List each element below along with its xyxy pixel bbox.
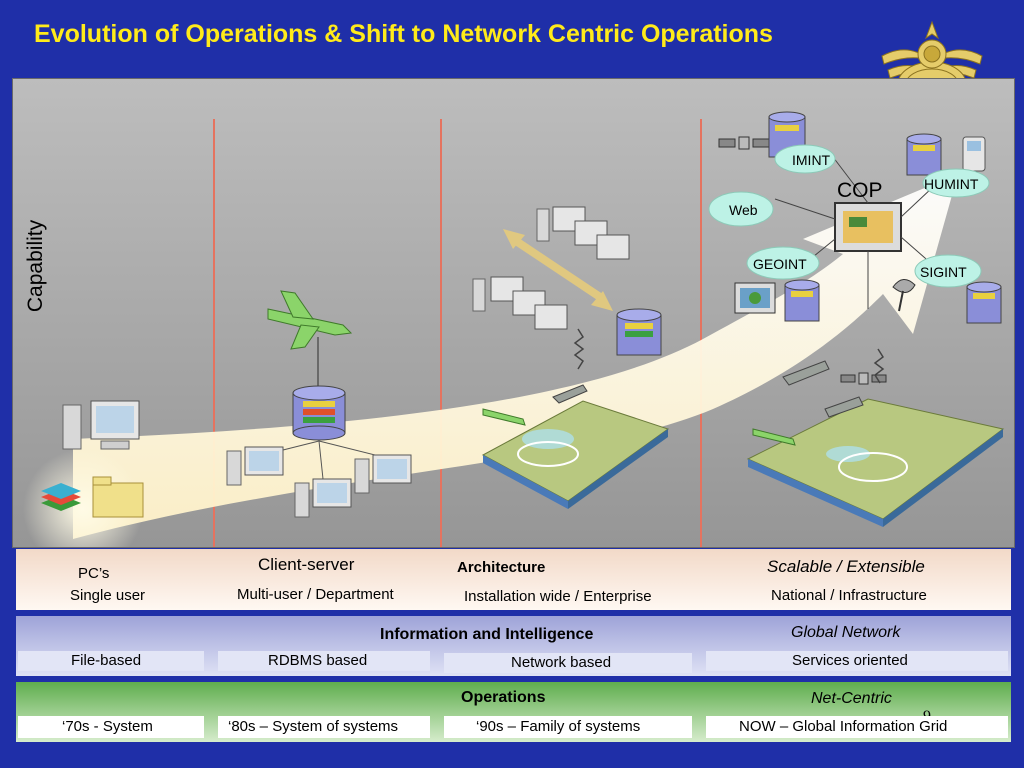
global-network-label: Global Network	[791, 624, 901, 641]
web-label: Web	[729, 202, 758, 218]
ops-stage-cell: ‘90s – Family of systems	[444, 716, 692, 738]
architecture-band: PC’s Single user Client-server Multi-use…	[16, 549, 1011, 610]
architecture-header: Architecture	[457, 559, 546, 576]
aircraft-icon	[752, 360, 864, 446]
database-icon	[616, 308, 662, 356]
slide-title: Evolution of Operations & Shift to Netwo…	[34, 20, 773, 48]
capability-axis-text: Capability	[24, 219, 47, 312]
terrain-map-icon	[746, 398, 1005, 527]
cop-label: COP	[837, 179, 883, 202]
desktop-pc-icon	[62, 400, 140, 450]
operations-header: Operations	[461, 689, 546, 706]
capability-growth-arrow	[73, 174, 958, 539]
stage-scope-enterprise: Installation wide / Enterprise	[464, 588, 652, 605]
client-computer-icon	[294, 478, 352, 518]
ops-stage-cell: ‘80s – System of systems	[218, 716, 430, 738]
web-cloud	[708, 191, 774, 227]
aircraft-icon	[482, 384, 588, 426]
ops-stage-now: NOW – Global Information Grid	[739, 718, 948, 735]
stage-scope-single-user: Single user	[70, 587, 146, 604]
database-icon	[784, 279, 820, 322]
cop-display-icon	[834, 202, 902, 252]
net-centric-label: Net-Centric	[811, 690, 892, 707]
imint-label: IMINT	[792, 152, 831, 168]
info-stage-cell: File-based	[18, 651, 204, 671]
database-icon	[906, 133, 942, 176]
stage-scope-multi-user: Multi-user / Department	[237, 586, 394, 603]
database-icon	[966, 281, 1002, 324]
info-stage-cell: RDBMS based	[218, 651, 430, 671]
satellite-icon	[718, 136, 770, 150]
stage-name-scalable: Scalable / Extensible	[767, 557, 925, 576]
geoint-label: GEOINT	[753, 256, 807, 272]
client-computer-icon	[226, 446, 284, 486]
info-stage-file-based: File-based	[71, 652, 142, 669]
info-stage-rdbms: RDBMS based	[268, 652, 368, 669]
client-computer-icon	[354, 454, 412, 494]
operations-band: Operations Net-Centric 9 ‘70s - System ‘…	[16, 682, 1011, 742]
ops-stage-70s: ‘70s - System	[62, 718, 153, 735]
ops-stage-80s: ‘80s – System of systems	[228, 718, 399, 735]
info-stage-network: Network based	[511, 654, 612, 671]
stage-name-pcs: PC’s	[78, 565, 110, 582]
ops-stage-cell: NOW – Global Information Grid	[706, 716, 1008, 738]
airplane-icon	[267, 290, 353, 350]
satellite-dish-icon	[892, 279, 916, 312]
sigint-label: SIGINT	[920, 264, 967, 280]
information-band: Information and Intelligence Global Netw…	[16, 616, 1011, 676]
mobile-phone-icon	[962, 136, 986, 172]
map-display-icon	[734, 282, 776, 314]
geoint-cloud	[746, 246, 820, 280]
data-exchange-arrow-icon	[503, 229, 613, 311]
ops-stage-90s: ‘90s – Family of systems	[476, 718, 641, 735]
stage-scope-national: National / Infrastructure	[771, 587, 927, 604]
server-cluster-icon	[536, 206, 630, 260]
sigint-cloud	[914, 254, 982, 288]
server-cluster-icon	[472, 276, 568, 330]
satellite-icon	[840, 372, 887, 385]
capability-axis-label: Capability	[24, 219, 47, 312]
capability-diagram-panel: IMINT HUMINT Web COP GEOINT SIGINT	[12, 78, 1015, 548]
info-stage-cell: Services oriented	[706, 651, 1008, 671]
humint-cloud	[922, 168, 990, 198]
information-header: Information and Intelligence	[380, 626, 594, 643]
imint-cloud	[774, 144, 836, 174]
terrain-map-icon	[481, 400, 670, 509]
info-stage-cell: Network based	[444, 653, 692, 673]
folder-icon	[92, 476, 144, 518]
data-layers-icon	[41, 483, 81, 511]
stage-name-client-server: Client-server	[258, 555, 355, 574]
database-icon	[292, 385, 346, 441]
humint-label: HUMINT	[924, 176, 979, 192]
info-stage-services: Services oriented	[792, 652, 908, 669]
ops-stage-cell: ‘70s - System	[18, 716, 204, 738]
